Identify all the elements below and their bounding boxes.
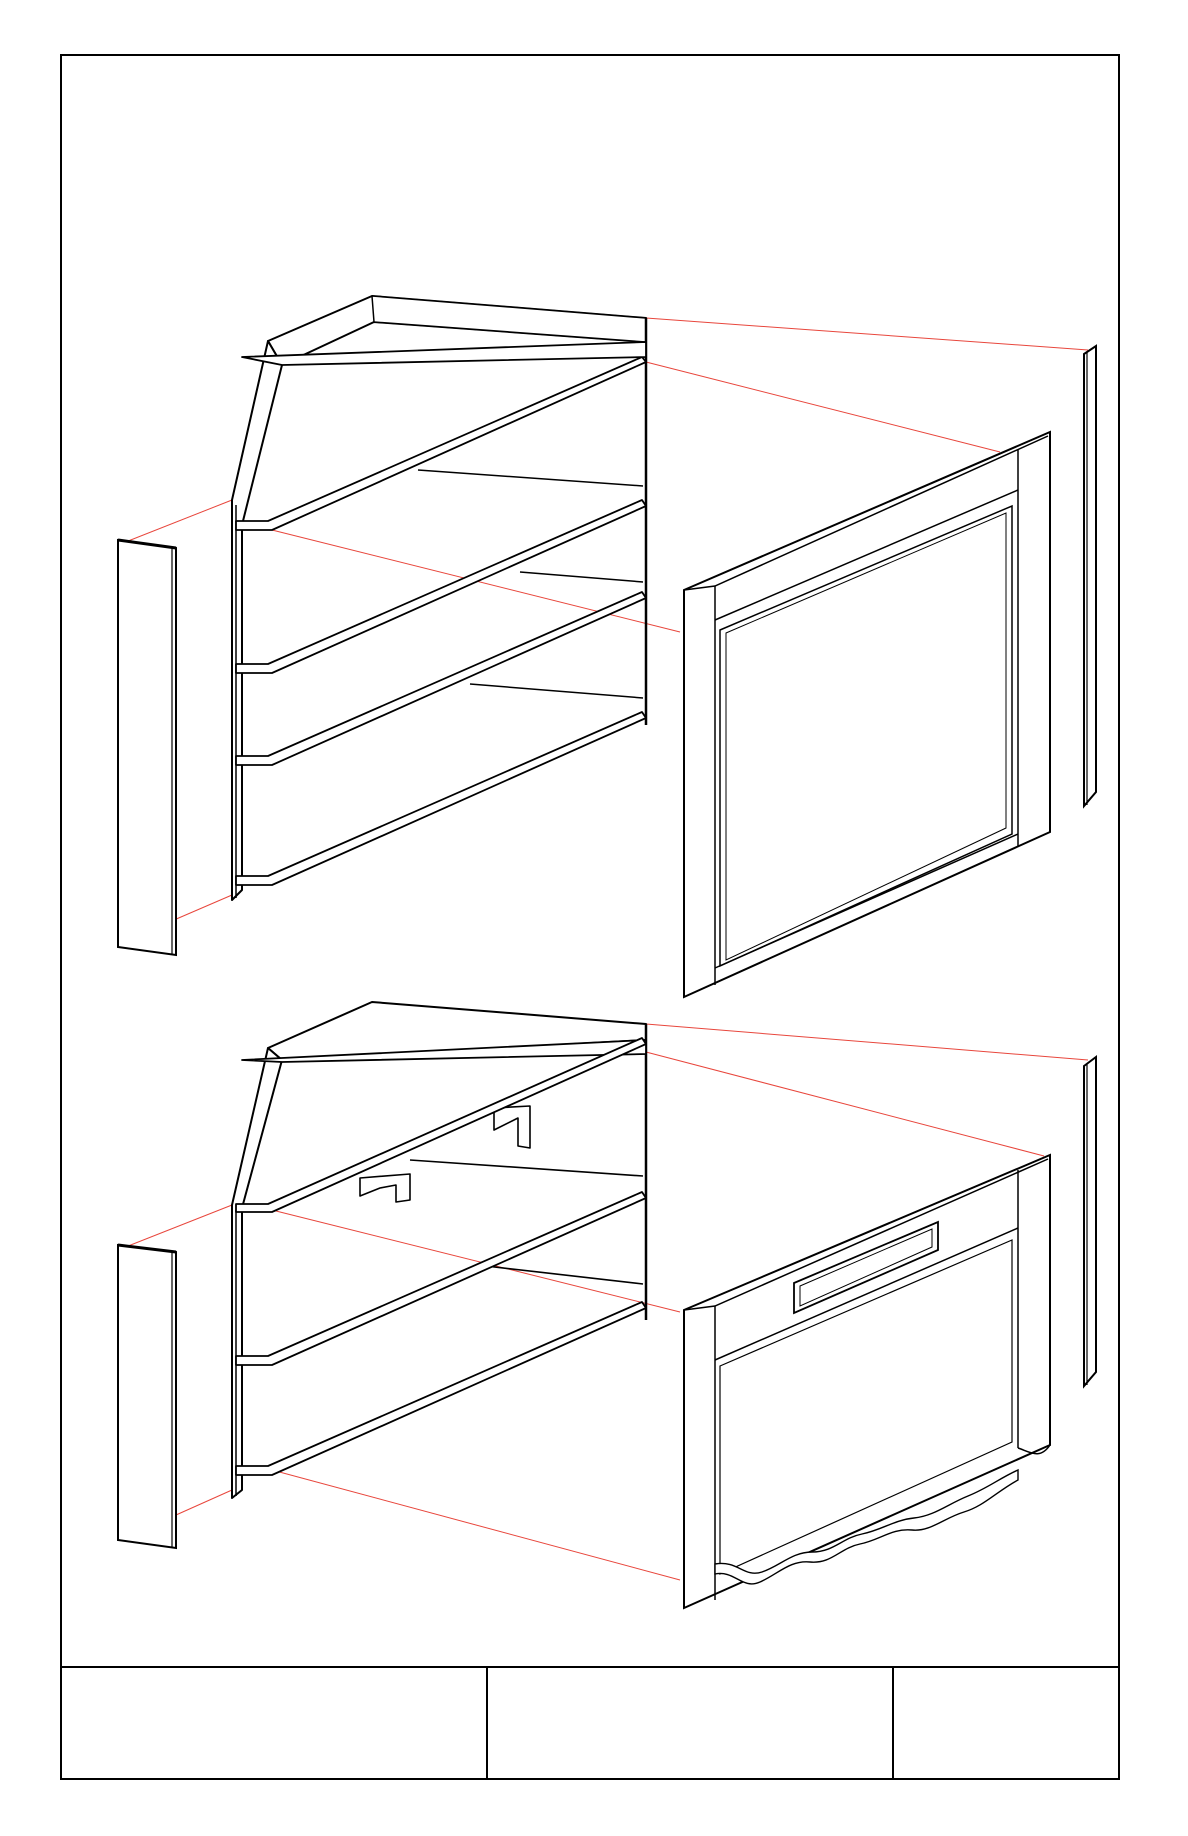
upper-shelves [235, 341, 647, 886]
shelf [235, 711, 647, 886]
shelf [235, 1301, 647, 1476]
shelf [235, 1037, 647, 1213]
lower-assembly [117, 1001, 1097, 1610]
lower-left-post [231, 1047, 283, 1499]
inner-panel [719, 1239, 1013, 1575]
lower-shelves [235, 1037, 647, 1476]
title-block [61, 1666, 1119, 1779]
upper-back-lip [371, 295, 647, 343]
shelf [241, 341, 647, 366]
shelf [241, 1039, 647, 1063]
drawer-runners [359, 1105, 644, 1285]
upper-assembly [117, 295, 1097, 999]
inner-panel [719, 504, 1013, 968]
corner-unit-with-drawer-runners [231, 1001, 648, 1499]
left-side-panel-lower [117, 1243, 177, 1550]
shelf [235, 1191, 647, 1366]
left-side-panel [117, 538, 177, 957]
corner-shelf-unit [231, 295, 648, 901]
drawer-opening [793, 1220, 939, 1315]
right-edge-strip [1083, 344, 1097, 809]
lower-guide-lines [117, 1023, 1089, 1581]
scalloped-apron [714, 1468, 1019, 1585]
right-edge-strip-lower [1083, 1055, 1097, 1389]
sheet-border [60, 54, 1120, 1780]
upper-left-post [231, 340, 283, 901]
front-frame-panel [683, 430, 1051, 999]
shelf [235, 499, 647, 674]
shelf [235, 356, 647, 531]
shelf [235, 591, 647, 766]
front-face-with-drawer-opening [683, 1153, 1051, 1610]
